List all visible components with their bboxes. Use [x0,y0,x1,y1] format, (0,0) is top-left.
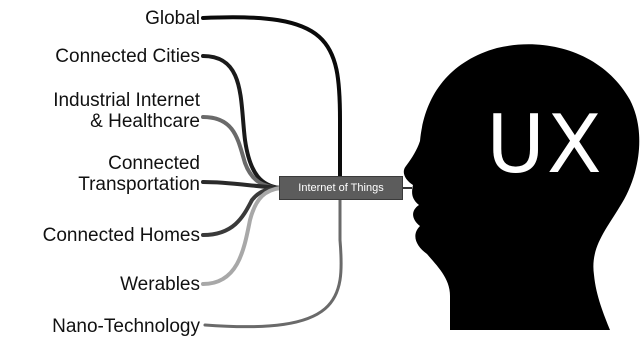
branch-label-connected-cities: Connected Cities [55,46,200,67]
branch-connector [201,54,282,190]
branch-connector [203,188,343,329]
hub-node-internet-of-things: Internet of Things [279,176,403,200]
branch-label-nano-technology: Nano-Technology [52,316,200,337]
branch-label-industrial-internet-healthcare: Industrial Internet & Healthcare [53,90,200,132]
branch-connector [201,15,342,190]
head-ux-label: UX [486,98,604,191]
branch-label-werables: Werables [120,274,200,295]
branch-label-connected-homes: Connected Homes [42,225,200,246]
branch-label-connected-transportation: Connected Transportation [78,153,200,195]
branch-connector [201,186,282,286]
branch-label-global: Global [145,8,200,29]
